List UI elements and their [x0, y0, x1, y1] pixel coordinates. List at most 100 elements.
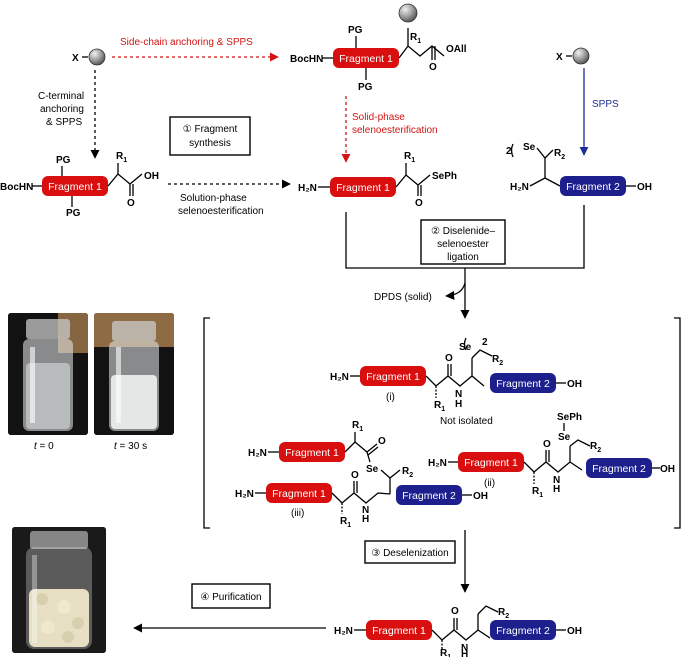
right-bracket: [674, 317, 681, 529]
pg-top-2: PG: [358, 82, 373, 93]
seph-seleno: SePh: [432, 171, 457, 182]
fragment2-box-ii: [586, 458, 652, 478]
step2-text-3: ligation: [447, 252, 479, 263]
oh-frag2: OH: [637, 182, 652, 193]
r1-left: R1: [116, 151, 127, 164]
h-iii: H: [362, 514, 369, 525]
bochn-top: BocHN: [290, 54, 323, 65]
c-term-label-1: C-terminal: [38, 91, 84, 102]
fragment2-box-final: [490, 620, 556, 640]
h2n-frag2: H₂N: [510, 182, 529, 193]
c-term-label-2: anchoring: [40, 104, 84, 115]
n-iii: N: [362, 505, 369, 516]
step4-text: ④ Purification: [200, 592, 261, 603]
r2-i: R2: [492, 354, 503, 367]
dpds-arrow: [445, 282, 466, 301]
r1-top: R1: [410, 32, 421, 45]
fragment2-text-top: Fragment 2: [566, 181, 620, 193]
n-ii: N: [553, 475, 560, 486]
se-iii: Se: [366, 464, 379, 475]
solution-phase-label-1: Solution-phase: [180, 193, 247, 204]
intermediate-i: H₂N Fragment 1 (i) R1 O N H Se 2 R2 Frag…: [330, 337, 582, 413]
fragment1-acid: BocHN Fragment 1 PG PG R1 O OH: [0, 151, 159, 219]
o-left: O: [127, 198, 135, 209]
label-iii: (iii): [291, 508, 304, 519]
fragment1-box-iii: [266, 483, 332, 503]
step3-box: [364, 540, 456, 564]
fragment1-box-left: [42, 176, 108, 196]
r2-ii: R2: [590, 441, 601, 454]
product-vial-photo: [12, 527, 106, 653]
resin-bead-left: [88, 48, 106, 66]
o-ii: O: [543, 439, 551, 450]
fragment1-text-iii: Fragment 1: [272, 488, 326, 500]
fragment2-text-i: Fragment 2: [496, 378, 550, 390]
r2-final: R2: [498, 607, 509, 620]
vial-photo-t30: [94, 313, 174, 435]
final-product: H₂N Fragment 1 R1 O N H R2 Fragment 2 OH: [334, 605, 582, 657]
fragment2-box-iii: [396, 485, 462, 505]
solid-phase-label-1: Solid-phase: [352, 112, 405, 123]
fragment1-text-final: Fragment 1: [372, 625, 426, 637]
fragment1-text-seleno: Fragment 1: [336, 182, 390, 194]
c-term-label-3: & SPPS: [46, 117, 82, 128]
fragment1-box-ii: [458, 452, 524, 472]
step2-text-1: ② Diselenide–: [431, 226, 495, 237]
h2n-seleno: H₂N: [298, 183, 317, 194]
fragment1-text-top: Fragment 1: [339, 53, 393, 65]
o-final: O: [451, 606, 459, 617]
fragment1-text-ii: Fragment 1: [464, 457, 518, 469]
solution-phase-label-2: selenoesterification: [178, 206, 264, 217]
r1-final: R1: [440, 648, 451, 657]
step3-text: ③ Deselenization: [371, 548, 448, 559]
h-final: H: [461, 649, 468, 657]
fragment1-anchored: BocHN Fragment 1 PG PG R1 O OAll: [290, 3, 467, 93]
step2-box: [420, 219, 506, 265]
label-i: (i): [386, 392, 395, 403]
pg-left-2: PG: [66, 208, 81, 219]
step4-box: [191, 583, 271, 609]
dpds-label: DPDS (solid): [374, 292, 432, 303]
fragment2-text-ii: Fragment 2: [592, 463, 646, 475]
oh-ii: OH: [660, 464, 675, 475]
h-ii: H: [553, 484, 560, 495]
solid-phase-label-2: selenoesterification: [352, 125, 438, 136]
n-final: N: [461, 643, 468, 654]
oh-final: OH: [567, 626, 582, 637]
o-iii: O: [351, 470, 359, 481]
side-chain-label: Side-chain anchoring & SPPS: [120, 37, 253, 48]
fragment1-box-i: [360, 366, 426, 386]
bochn-left: BocHN: [0, 182, 33, 193]
fragment1-text-left: Fragment 1: [48, 181, 102, 193]
intermediate-iii: H₂N Fragment 1 R1 O Se R2 H₂N Fragment 1…: [235, 420, 488, 529]
vial-t0-drawing: [8, 313, 88, 435]
h-i: H: [455, 399, 462, 410]
h2n-iii-top: H₂N: [248, 448, 267, 459]
o-seleno: O: [415, 198, 423, 209]
resin-x-left: X: [72, 48, 106, 66]
step1-box: [169, 116, 251, 156]
fragment2-text-iii: Fragment 2: [402, 490, 456, 502]
time-label-t0: t = 0: [34, 441, 54, 452]
se-ii: Se: [558, 432, 571, 443]
oh-iii: OH: [473, 491, 488, 502]
oh-i: OH: [567, 379, 582, 390]
time-label-t30: t = 30 s: [114, 441, 148, 452]
fragment2-box-i: [490, 373, 556, 393]
fragment1-box-final: [366, 620, 432, 640]
vial-t30-drawing: [94, 313, 174, 435]
n-i: N: [455, 389, 462, 400]
o-top: O: [429, 62, 437, 73]
label-ii: (ii): [484, 478, 495, 489]
r1-i: R1: [434, 400, 445, 413]
product-vial-drawing: [12, 527, 106, 653]
seph-ii: SePh: [557, 412, 582, 423]
fragment1-text-iii-top: Fragment 1: [285, 447, 339, 459]
fragment1-box-iii-top: [279, 442, 345, 462]
h2n-final: H₂N: [334, 626, 353, 637]
r1-iii: R1: [340, 516, 351, 529]
spps-label: SPPS: [592, 99, 619, 110]
x-label-right: X: [556, 52, 563, 63]
vial-photo-t0: [8, 313, 88, 435]
